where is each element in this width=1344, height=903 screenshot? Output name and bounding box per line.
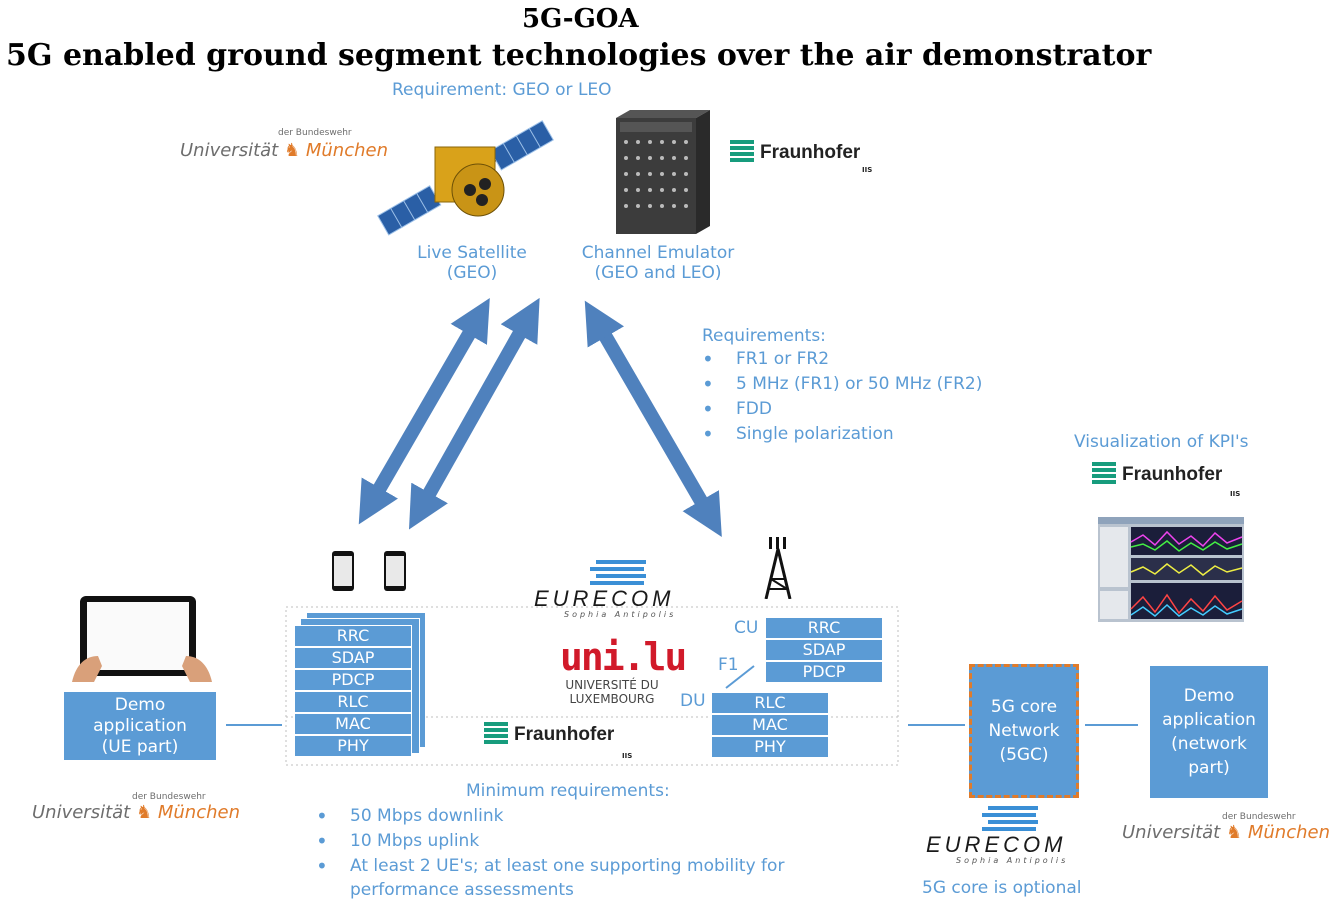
unibw-logo-right: der Bundeswehr Universität ♞ München — [1122, 812, 1330, 843]
unilu-logo: uni.lu UNIVERSITÉ DU LUXEMBOURG — [560, 635, 687, 706]
satellite-label: Live Satellite(GEO) — [417, 243, 527, 283]
min-requirement-continuation: performance assessments — [350, 880, 574, 900]
min-requirement-item: 50 Mbps downlink — [316, 804, 784, 829]
fraunhofer-icon — [484, 722, 508, 744]
min-requirements-block: 50 Mbps downlink 10 Mbps uplink At least… — [316, 804, 784, 901]
cu-sdap-layer: SDAP — [765, 639, 883, 661]
cell-tower-icon — [764, 537, 792, 599]
requirements-block: Requirements: FR1 or FR2 5 MHz (FR1) or … — [702, 325, 982, 447]
ue-rlc-layer: RLC — [294, 691, 412, 713]
owl-icon: ♞ — [283, 140, 301, 161]
du-mac-layer: MAC — [711, 714, 829, 736]
du-rlc-layer: RLC — [711, 692, 829, 714]
ue-phone-2 — [384, 551, 406, 591]
ue-protocol-stack: RRC SDAP PDCP RLC MAC PHY — [294, 625, 412, 757]
eurecom-icon — [590, 560, 646, 585]
emulator-label: Channel Emulator(GEO and LEO) — [581, 243, 735, 283]
du-protocol-stack: RLC MAC PHY — [711, 692, 829, 758]
min-requirements-list: 50 Mbps downlink 10 Mbps uplink At least… — [316, 804, 784, 879]
ue-pdcp-layer: PDCP — [294, 669, 412, 691]
satellite-image — [377, 120, 554, 236]
visualization-label: Visualization of KPI's — [1074, 432, 1249, 452]
requirement-item: 5 MHz (FR1) or 50 MHz (FR2) — [702, 372, 982, 397]
cu-protocol-stack: RRC SDAP PDCP — [765, 617, 883, 683]
owl-icon: ♞ — [135, 802, 153, 823]
uplink-arrow-2 — [408, 297, 540, 530]
f1-label: F1 — [718, 655, 739, 675]
min-requirements-heading: Minimum requirements: — [466, 781, 670, 801]
min-requirement-item: 10 Mbps uplink — [316, 829, 784, 854]
cu-rrc-layer: RRC — [765, 617, 883, 639]
tablet-image — [72, 596, 212, 682]
ue-mac-layer: MAC — [294, 713, 412, 735]
unibw-logo-top: der Bundeswehr Universität ♞ München — [180, 128, 388, 161]
cu-pdcp-layer: PDCP — [765, 661, 883, 683]
core-optional-note: 5G core is optional — [922, 878, 1082, 898]
ue-sdap-layer: SDAP — [294, 647, 412, 669]
ue-rrc-layer: RRC — [294, 625, 412, 647]
requirement-item: FDD — [702, 397, 982, 422]
requirement-item: FR1 or FR2 — [702, 347, 982, 372]
eurecom-icon — [982, 806, 1038, 831]
ue-phy-layer: PHY — [294, 735, 412, 757]
du-label: DU — [680, 691, 706, 711]
requirements-heading: Requirements: — [702, 326, 826, 346]
unibw-logo-left: der Bundeswehr Universität ♞ München — [32, 792, 240, 823]
title-line1: 5G-GOA — [522, 4, 639, 34]
channel-emulator-image — [616, 110, 710, 234]
fraunhofer-icon — [1092, 462, 1116, 484]
min-requirement-item: At least 2 UE's; at least one supporting… — [316, 854, 784, 879]
ue-phone-1 — [332, 551, 354, 591]
title-line2: 5G enabled ground segment technologies o… — [6, 38, 1152, 73]
kpi-screenshot-image — [1098, 517, 1244, 622]
gnb-arrow — [584, 300, 722, 537]
uplink-arrow-1 — [358, 298, 490, 525]
requirements-list: FR1 or FR2 5 MHz (FR1) or 50 MHz (FR2) F… — [702, 347, 982, 447]
du-phy-layer: PHY — [711, 736, 829, 758]
requirement-top: Requirement: GEO or LEO — [392, 80, 612, 100]
owl-icon: ♞ — [1225, 822, 1243, 843]
cu-label: CU — [734, 618, 759, 638]
fraunhofer-icon — [730, 140, 754, 162]
requirement-item: Single polarization — [702, 422, 982, 447]
